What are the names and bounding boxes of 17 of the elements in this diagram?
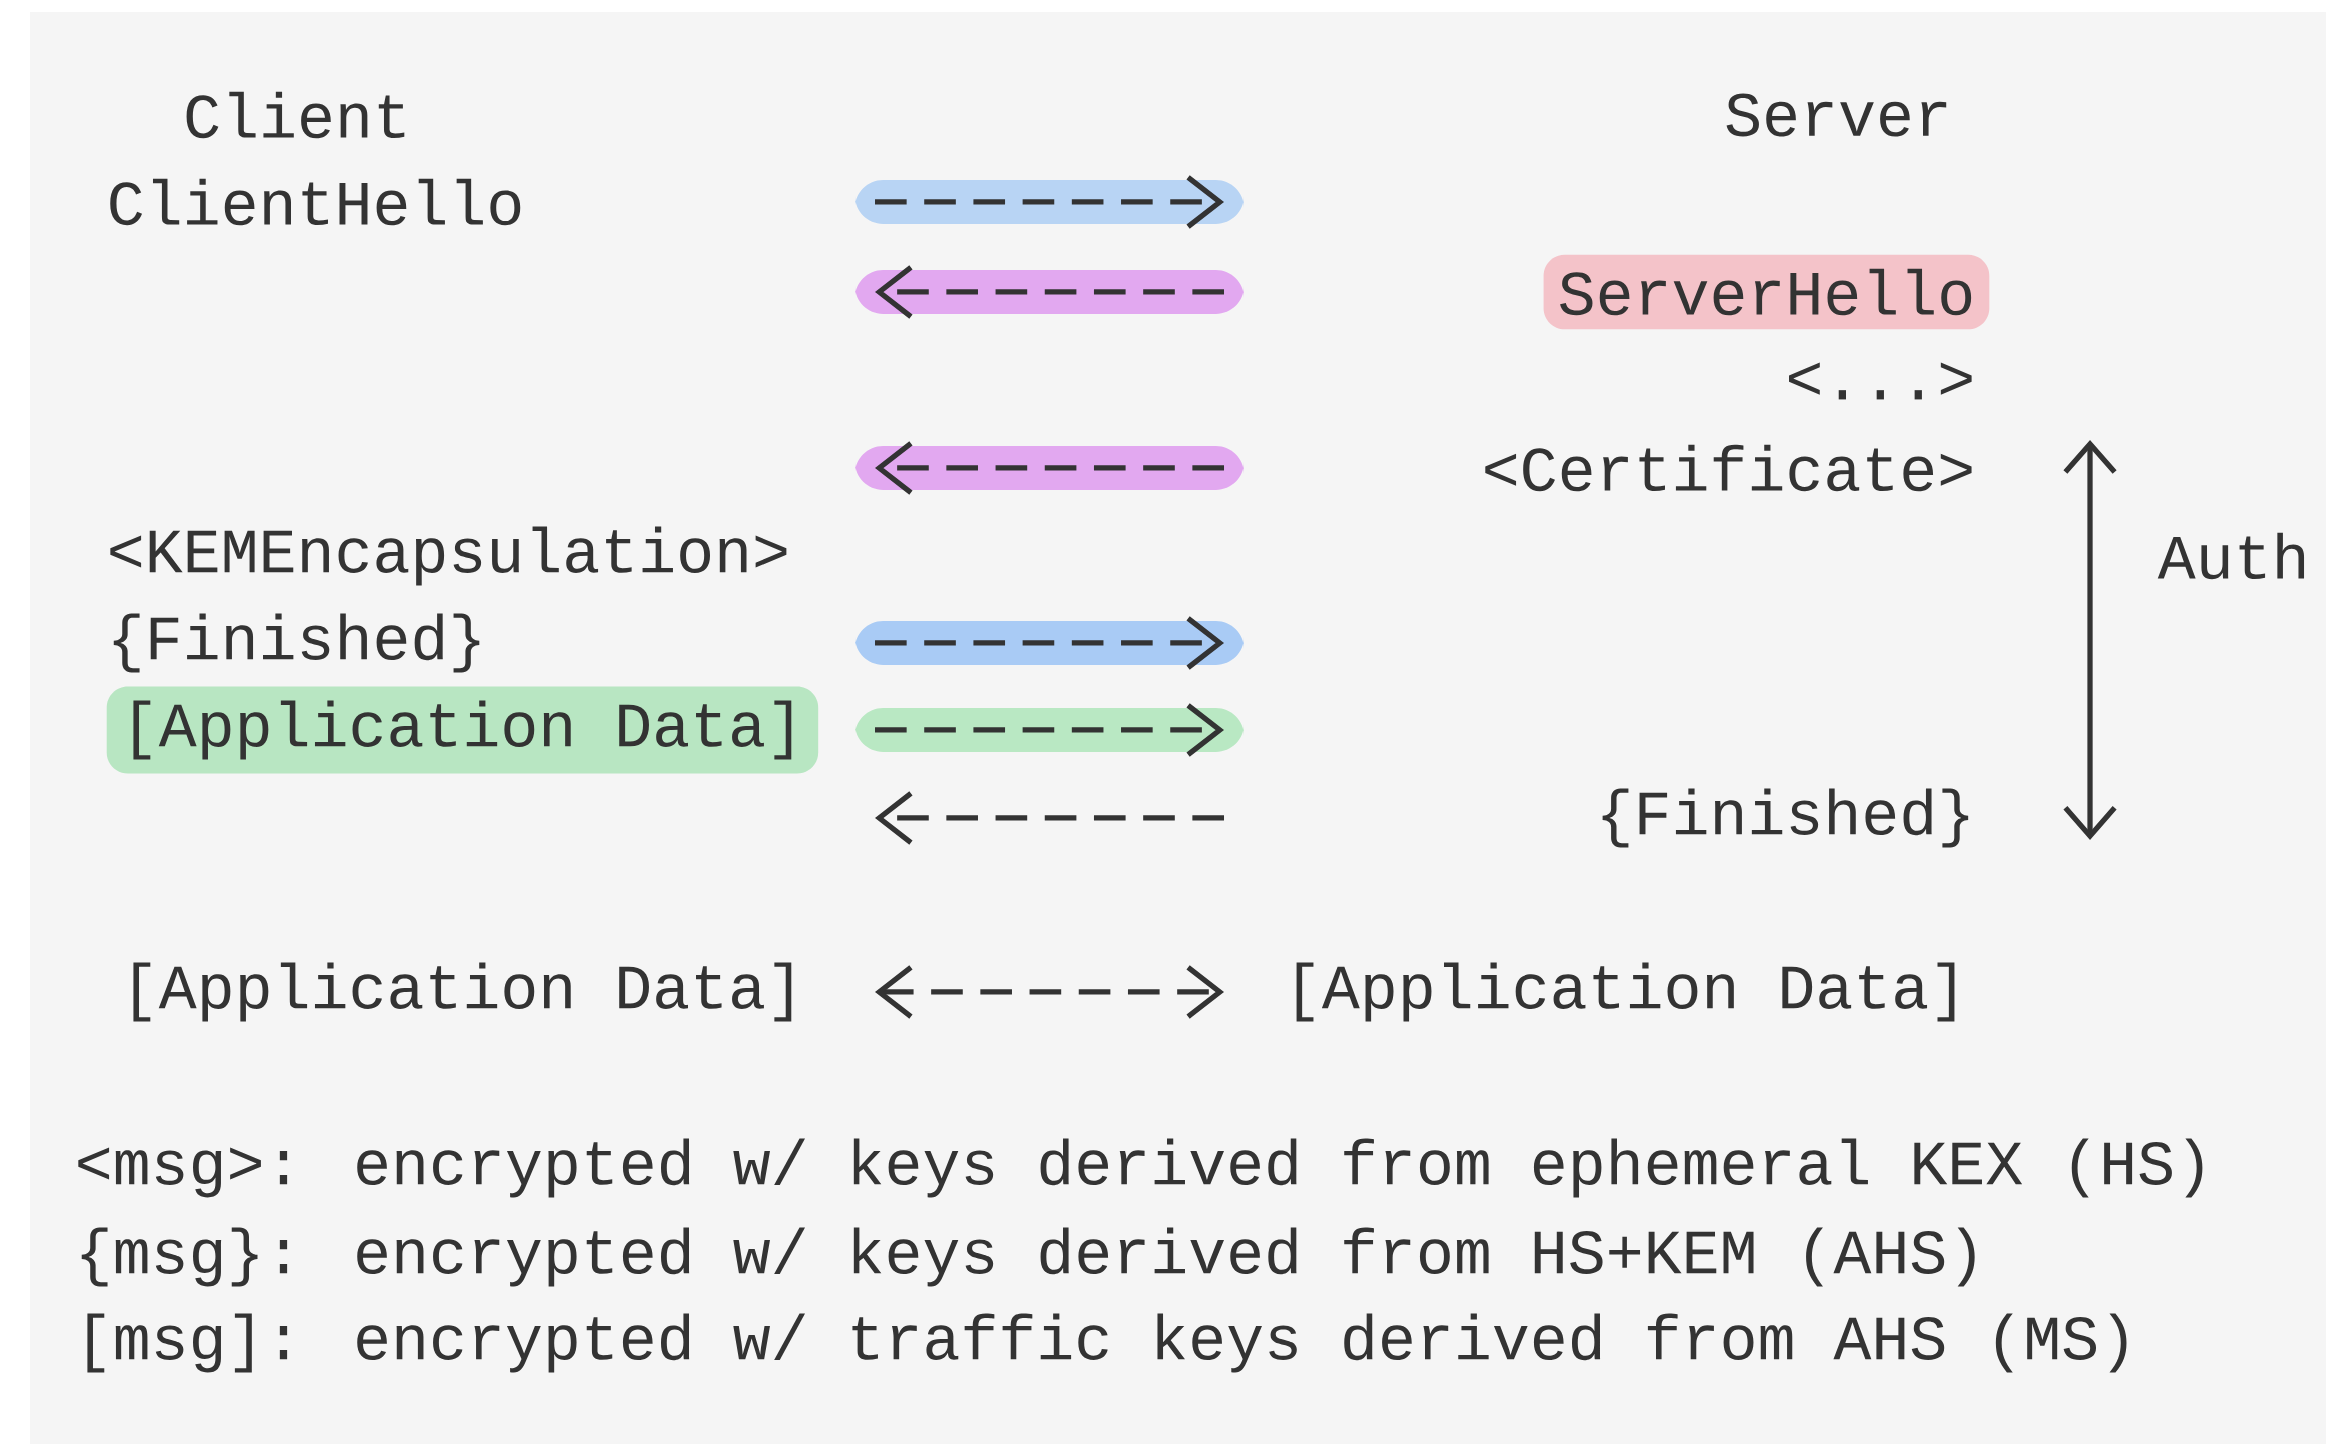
note-text: <msg>: encrypted w/ keys derived from ephemeral KEX (HS): [78, 1138, 2203, 1198]
note-text: [msg]: encrypted w/ traffic keys derived from AHS (MS): [87, 1313, 2127, 1373]
message-text: <Certificate>: [1485, 444, 1972, 492]
column-heading: Client: [186, 91, 405, 139]
message-text: ClientHello: [110, 178, 521, 226]
message-text: {Finished}: [113, 613, 480, 673]
message-text: [Application Data]: [133, 962, 792, 1022]
side-label: Auth: [2157, 532, 2305, 580]
message-text: ServerHello: [1543, 254, 1990, 330]
message-text: {Finished}: [1602, 788, 1969, 848]
message-text: [Application Data]: [1296, 962, 1955, 1022]
message-text: [Application Data]: [106, 686, 819, 774]
column-heading: Server: [1726, 93, 1947, 137]
note-text: {msg}: encrypted w/ keys derived from HS+KEM (AHS): [81, 1227, 1975, 1287]
arrow: [875, 965, 1225, 1019]
message-text: <...>: [1789, 362, 1972, 400]
message-text: <KEMEncapsulation>: [110, 526, 787, 586]
